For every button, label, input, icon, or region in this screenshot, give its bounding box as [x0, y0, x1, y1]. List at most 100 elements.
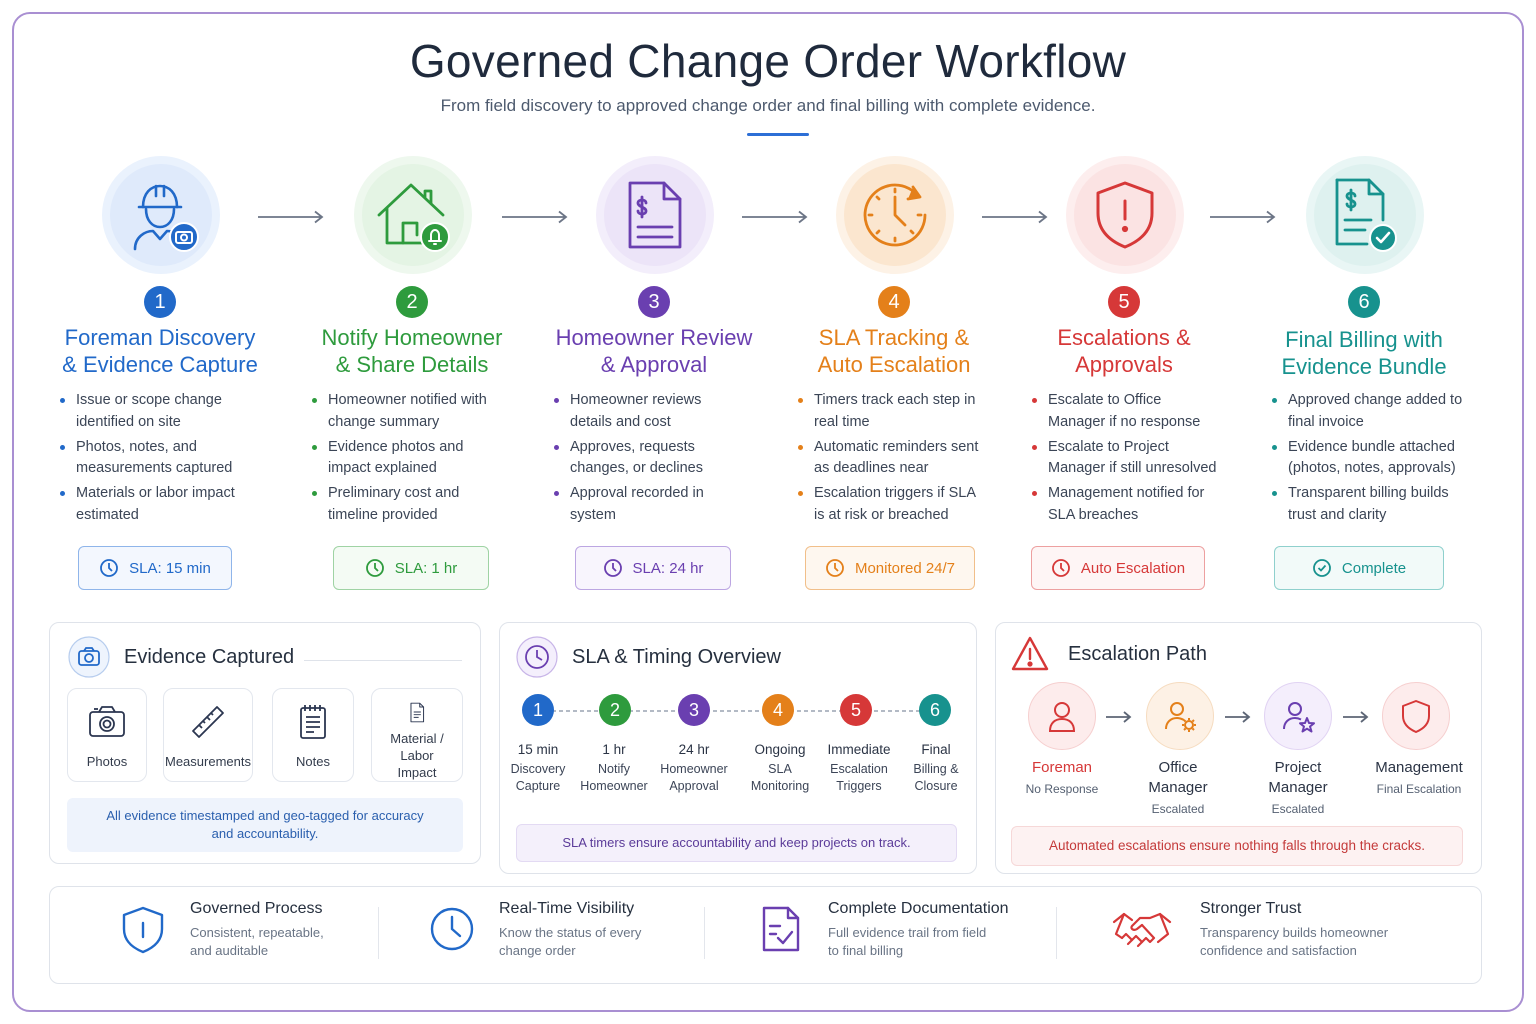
arrow-right-icon [982, 210, 1048, 224]
divider [704, 907, 705, 959]
timeline-node-3: 3 [678, 694, 710, 726]
timing-note: SLA timers ensure accountability and kee… [516, 824, 957, 862]
bullet-item: Issue or scope change identified on site [60, 390, 250, 433]
bullet-item: Evidence bundle attached (photos, notes,… [1272, 437, 1472, 480]
clock-icon [1051, 559, 1070, 577]
arrow-right-icon [1343, 711, 1369, 723]
person-cog-icon [1165, 702, 1196, 732]
step-bullets: Approved change added to final invoice E… [1272, 390, 1472, 530]
shield-icon [1402, 700, 1430, 733]
sla-badge[interactable]: Monitored 24/7 [805, 546, 975, 590]
ruler-icon [192, 706, 224, 738]
bullet-item: Photos, notes, and measurements captured [60, 437, 250, 480]
sla-badge[interactable]: Auto Escalation [1031, 546, 1205, 590]
sla-badge[interactable]: SLA: 1 hr [333, 546, 489, 590]
clock-icon [826, 559, 844, 577]
bullet-item: Homeowner reviews details and cost [554, 390, 744, 433]
escalation-node-management [1382, 682, 1450, 750]
step-number-badge: 4 [878, 286, 910, 318]
evidence-card-notes[interactable]: Notes [272, 688, 354, 782]
timeline-node-5: 5 [840, 694, 872, 726]
arrow-right-icon [258, 210, 324, 224]
bullet-item: Escalate to Office Manager if no respons… [1032, 390, 1222, 433]
page-title: Governed Change Order Workflow [409, 35, 1127, 87]
bullet-item: Timers track each step in real time [798, 390, 988, 433]
step-bullets: Homeowner notified with change summary E… [312, 390, 502, 530]
sla-badge[interactable]: SLA: 15 min [78, 546, 232, 590]
escalation-node-project-manager [1264, 682, 1332, 750]
step-title: Homeowner Review& Approval [555, 325, 753, 377]
evidence-panel-header: Evidence Captured [68, 636, 294, 678]
clock-icon [365, 559, 384, 577]
timing-panel-title: SLA & Timing Overview [572, 645, 781, 668]
bullet-item: Preliminary cost and timeline provided [312, 483, 502, 526]
divider [378, 907, 379, 959]
arrow-right-icon [742, 210, 808, 224]
evidence-card-photos[interactable]: Photos [67, 688, 147, 782]
clock-icon [863, 183, 927, 247]
evidence-card-measurements[interactable]: Measurements [163, 688, 253, 782]
evidence-card-material-labor-impact[interactable]: Material / Labor Impact [371, 688, 463, 782]
bullet-item: Approval recorded in system [554, 483, 744, 526]
document-icon [410, 702, 425, 723]
page-subtitle: From field discovery to approved change … [440, 96, 1096, 115]
timeline-node-4: 4 [762, 694, 794, 726]
bullet-item: Approves, requests changes, or declines [554, 437, 744, 480]
alert-shield-icon [1096, 181, 1154, 249]
step-bullets: Timers track each step in real time Auto… [798, 390, 988, 530]
page-frame [12, 12, 1524, 1012]
step-bullets: Issue or scope change identified on site… [60, 390, 250, 530]
escalation-panel-header: Escalation Path [1010, 634, 1207, 674]
step-number-badge: 5 [1108, 286, 1140, 318]
step-bullets: Homeowner reviews details and cost Appro… [554, 390, 744, 530]
title-underline [747, 133, 809, 136]
person-star-icon [1283, 702, 1315, 733]
camera-icon [89, 706, 125, 737]
escalation-node-foreman [1028, 682, 1096, 750]
camera-icon [68, 636, 110, 678]
step-number-badge: 6 [1348, 286, 1380, 318]
bullet-item: Management notified for SLA breaches [1032, 483, 1222, 526]
warning-triangle-icon [1011, 636, 1049, 671]
benefits-panel [49, 886, 1482, 984]
arrow-right-icon [502, 210, 568, 224]
arrow-right-icon [1210, 210, 1276, 224]
arrow-right-icon [1225, 711, 1251, 723]
clock-icon [100, 559, 119, 577]
clock-icon [430, 907, 474, 951]
escalation-node-office-manager [1146, 682, 1214, 750]
notepad-icon [300, 705, 326, 739]
check-circle-icon [1312, 559, 1331, 577]
bullet-item: Materials or labor impact estimated [60, 483, 250, 526]
sla-badge[interactable]: SLA: 24 hr [575, 546, 731, 590]
step-title: Notify Homeowner& Share Details [321, 325, 503, 377]
timeline-node-2: 2 [599, 694, 631, 726]
person-icon [1048, 702, 1076, 732]
document-check-icon [762, 906, 800, 952]
evidence-note: All evidence timestamped and geo-tagged … [67, 798, 463, 852]
bullet-item: Homeowner notified with change summary [312, 390, 502, 433]
step-title: Foreman Discovery& Evidence Capture [62, 325, 258, 377]
divider [1056, 907, 1057, 959]
step-title: SLA Tracking &Auto Escalation [817, 325, 971, 377]
sla-badge[interactable]: Complete [1274, 546, 1444, 590]
escalation-note: Automated escalations ensure nothing fal… [1011, 826, 1463, 866]
step-bullets: Escalate to Office Manager if no respons… [1032, 390, 1222, 530]
timeline-dashed-line [538, 710, 938, 712]
arrow-right-icon [1106, 711, 1132, 723]
foreman-camera-icon [133, 184, 199, 252]
timing-panel-header: SLA & Timing Overview [516, 636, 781, 678]
clock-icon [603, 559, 622, 577]
bullet-item: Transparent billing builds trust and cla… [1272, 483, 1472, 526]
billing-check-icon [1335, 178, 1397, 252]
